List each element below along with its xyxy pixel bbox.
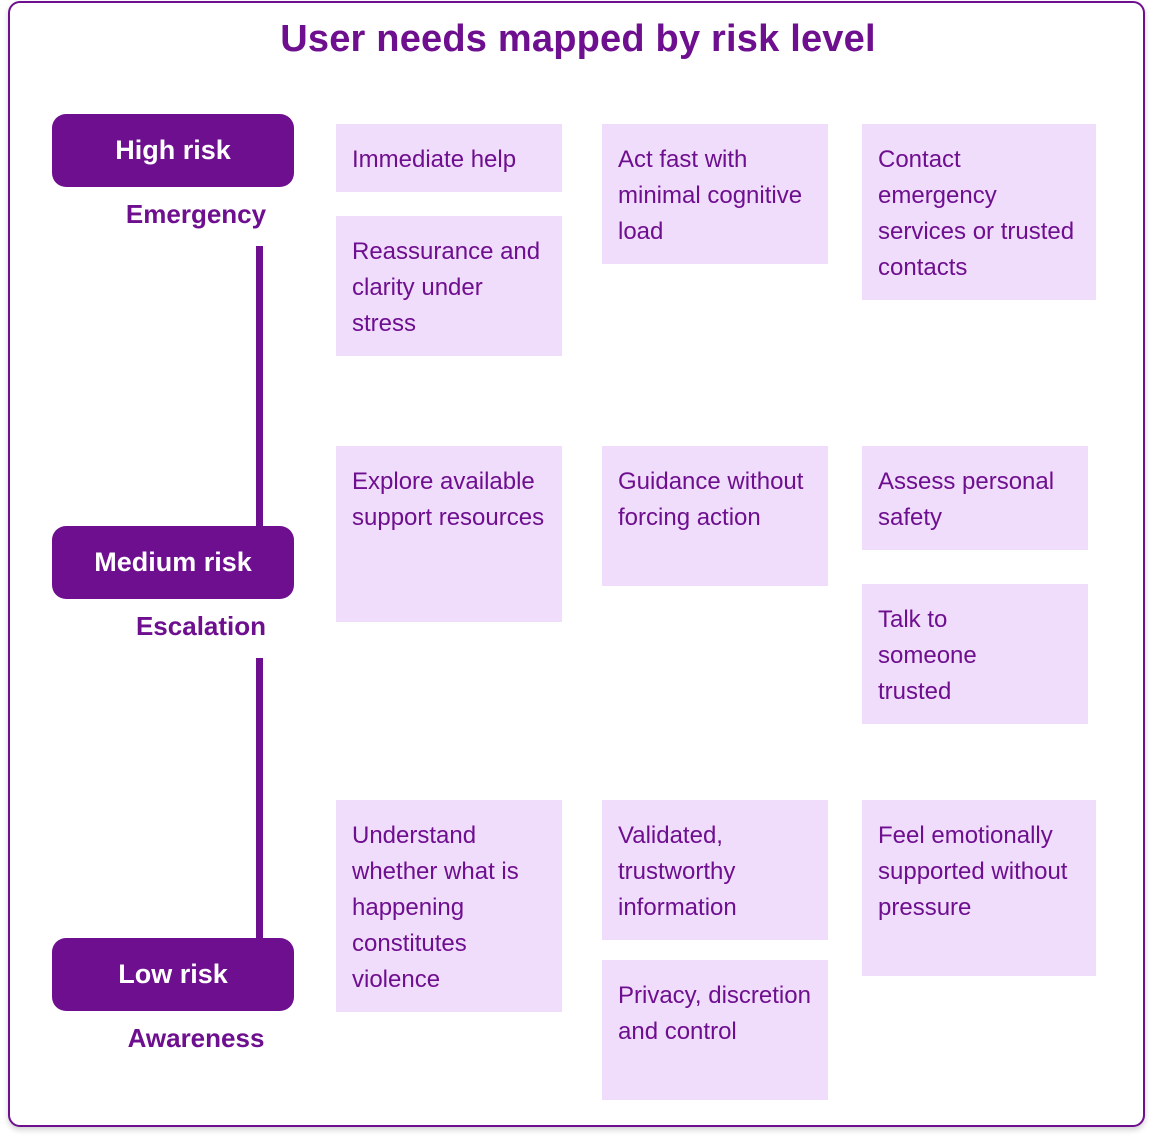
need-card-emotional-support: Feel emotionally supported without press… (862, 800, 1096, 976)
need-card-validated-info: Validated, trustworthy information (602, 800, 828, 940)
connector-line-high-medium (256, 246, 263, 528)
risk-level-medium: Medium risk (52, 526, 294, 599)
stage-label-emergency: Emergency (125, 199, 267, 229)
need-card-explore-resources: Explore available support resources (336, 446, 562, 622)
stage-label-awareness: Awareness (127, 1023, 265, 1053)
need-card-talk-trusted: Talk to someone trusted (862, 584, 1088, 724)
need-card-assess-safety: Assess personal safety (862, 446, 1088, 550)
risk-level-low: Low risk (52, 938, 294, 1011)
need-card-privacy: Privacy, discretion and control (602, 960, 828, 1100)
need-card-reassurance: Reassurance and clarity under stress (336, 216, 562, 356)
connector-line-medium-low (256, 658, 263, 940)
diagram-title: User needs mapped by risk level (280, 18, 876, 60)
stage-label-escalation: Escalation (135, 611, 267, 641)
need-card-act-fast: Act fast with minimal cognitive load (602, 124, 828, 264)
risk-level-high: High risk (52, 114, 294, 187)
need-card-contact-emergency: Contact emergency services or trusted co… (862, 124, 1096, 300)
need-card-immediate-help: Immediate help (336, 124, 562, 192)
need-card-understand-violence: Understand whether what is happening con… (336, 800, 562, 1012)
need-card-guidance: Guidance without forcing action (602, 446, 828, 586)
